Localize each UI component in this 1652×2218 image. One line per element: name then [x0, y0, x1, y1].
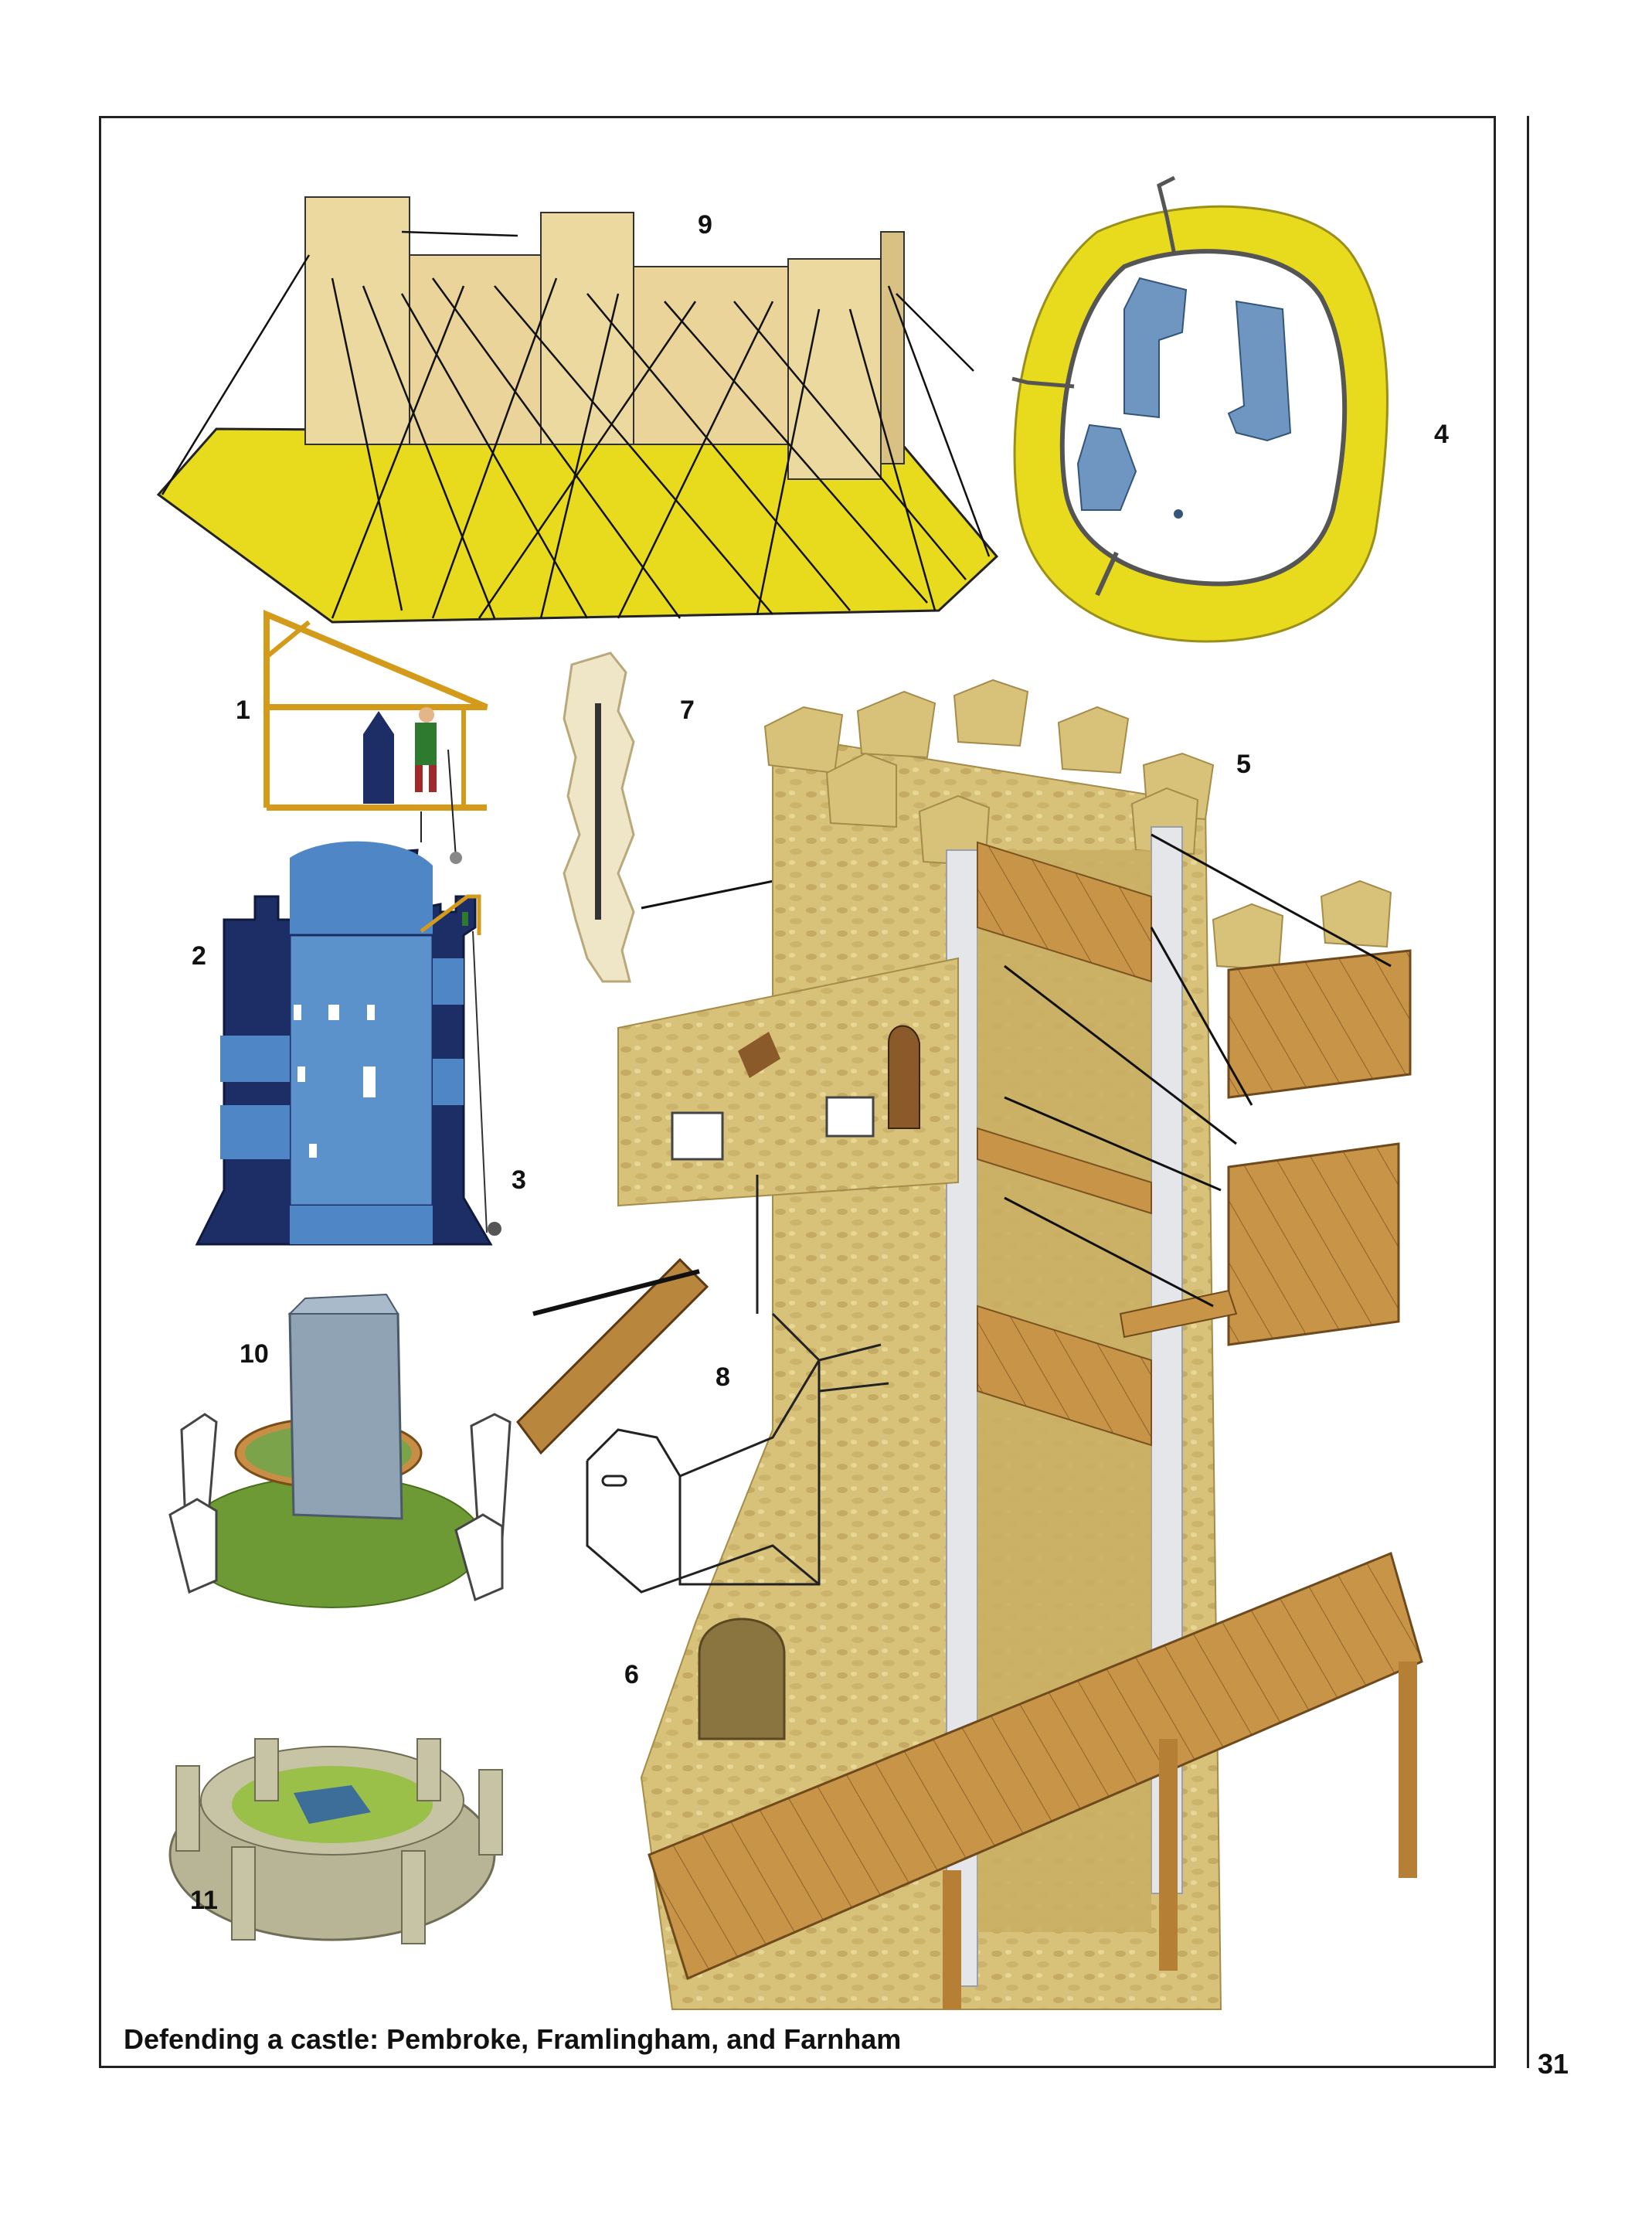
page-number: 31 [1538, 2048, 1569, 2080]
figure-label-2: 2 [192, 941, 206, 971]
figure-label-6: 6 [624, 1660, 639, 1689]
figure-label-5: 5 [1236, 750, 1251, 779]
keep-elevation [195, 841, 501, 1246]
castle-plan-moat [1011, 175, 1389, 643]
figure-label-8: 8 [716, 1362, 730, 1392]
curtain-wall-field-of-fire [156, 196, 999, 624]
arrow-loop-detail [563, 651, 812, 983]
margin-rule [1527, 116, 1529, 2068]
shell-keep [168, 1738, 503, 1944]
page-frame [99, 116, 1496, 2068]
figure-label-4: 4 [1434, 420, 1449, 449]
shutter-detail [516, 1175, 889, 1594]
figure-label-9: 9 [698, 210, 712, 240]
hoarding-section [263, 609, 488, 864]
motte-keep-enclosure [168, 1293, 512, 1608]
figure-caption: Defending a castle: Pembroke, Framlingha… [124, 2023, 902, 2055]
figure-label-1: 1 [236, 696, 250, 725]
tower-cutaway [617, 679, 1423, 2010]
figure-label-10: 10 [240, 1339, 269, 1369]
figure-label-7: 7 [680, 696, 695, 725]
figure-label-11: 11 [190, 1886, 218, 1915]
figure-label-3: 3 [512, 1165, 526, 1195]
